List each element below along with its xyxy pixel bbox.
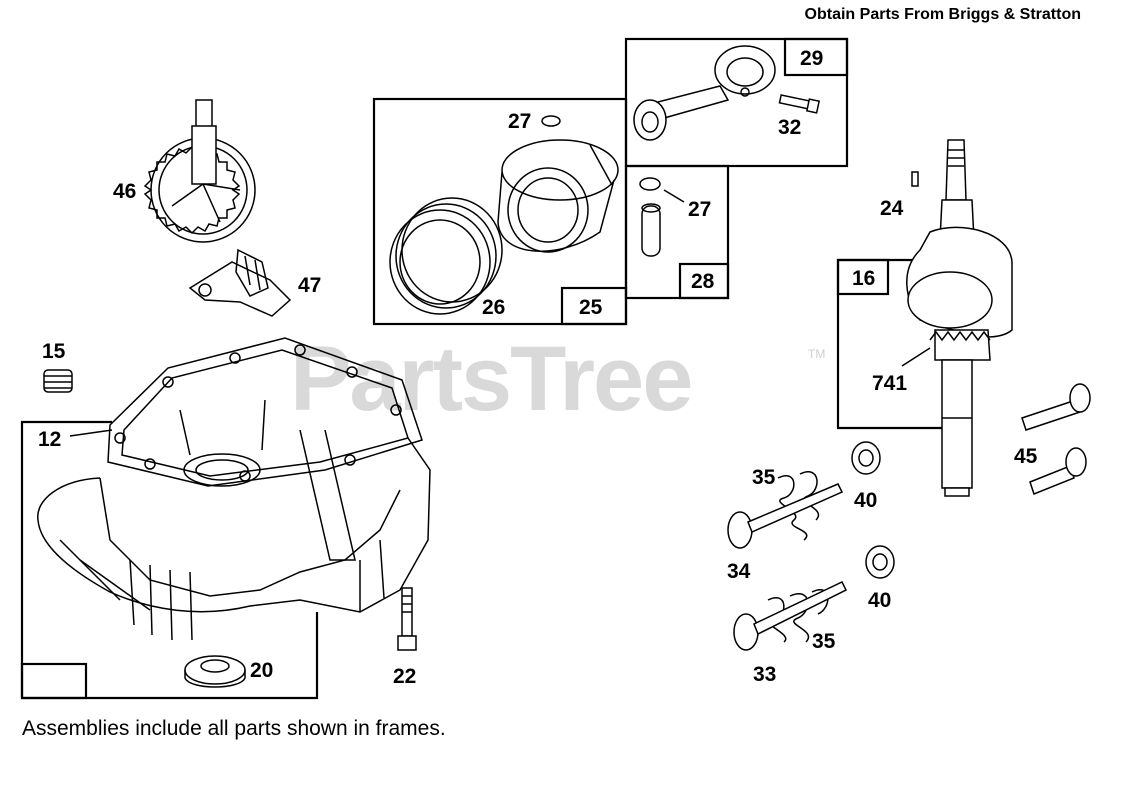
valve-tappet-upper-drawing (1021, 383, 1091, 431)
callout-32: 32 (778, 116, 801, 139)
frame-number-box-16 (836, 258, 890, 296)
frame-label-29: 29 (800, 47, 823, 70)
governor-bracket-drawing (188, 248, 292, 317)
crankshaft-key-drawing (911, 171, 919, 187)
callout-45: 45 (1014, 445, 1038, 468)
oil-seal-drawing (184, 655, 246, 688)
frame-assembly-28 (624, 164, 730, 300)
callout-27-lower: 27 (688, 198, 711, 221)
intake-valve-drawing (733, 581, 848, 651)
sump-bolt-drawing (397, 587, 417, 651)
crankshaft-drawing (906, 139, 1013, 497)
callout-40-lower: 40 (868, 589, 891, 612)
rod-bolt-drawing (778, 94, 821, 114)
connecting-rod-drawing (633, 45, 776, 141)
watermark-trademark: TM (808, 347, 825, 361)
callout-35-upper: 35 (752, 466, 776, 489)
callout-47: 47 (298, 274, 321, 297)
valve-retainer-upper-drawing (851, 441, 881, 475)
callout-35-lower: 35 (812, 630, 836, 653)
callout-20: 20 (250, 659, 273, 682)
callout-24: 24 (880, 197, 904, 220)
sump-housing-drawing (37, 399, 431, 641)
callout-46: 46 (113, 180, 136, 203)
piston-pin-clip-upper-drawing (541, 115, 561, 127)
callout-22: 22 (393, 665, 416, 688)
callout-26: 26 (482, 296, 505, 319)
header-note: Obtain Parts From Briggs & Stratton (804, 6, 1081, 23)
valve-tappet-lower-drawing (1029, 447, 1087, 495)
frame-label-25: 25 (579, 296, 603, 319)
exhaust-valve-drawing (727, 483, 844, 549)
piston-pin-drawing (641, 203, 661, 257)
frame-assembly-29 (624, 37, 849, 168)
frame-assembly-18 (20, 420, 319, 700)
frame-number-box-25 (560, 286, 628, 326)
callout-12: 12 (38, 428, 61, 451)
callout-27-upper: 27 (508, 110, 531, 133)
piston-pin-clip-lower-drawing (639, 177, 661, 191)
callout-15: 15 (42, 340, 66, 363)
valve-retainer-lower-drawing (865, 545, 895, 579)
frame-number-box-29 (783, 37, 849, 77)
callout-33: 33 (753, 663, 776, 686)
frame-number-box-28 (678, 262, 730, 300)
callout-40-upper: 40 (854, 489, 877, 512)
footer-note: Assemblies include all parts shown in fr… (22, 717, 446, 740)
camshaft-gear-drawing (143, 99, 256, 243)
callout-741: 741 (872, 372, 907, 395)
watermark-text: PartsTree (290, 328, 691, 430)
piston-drawing (497, 139, 619, 253)
callout-34: 34 (727, 560, 751, 583)
frame-label-16: 16 (852, 267, 875, 290)
frame-label-28: 28 (691, 270, 715, 293)
oil-plug-drawing (43, 369, 73, 393)
frame-number-box-18 (20, 662, 88, 700)
piston-rings-drawing (389, 197, 503, 315)
